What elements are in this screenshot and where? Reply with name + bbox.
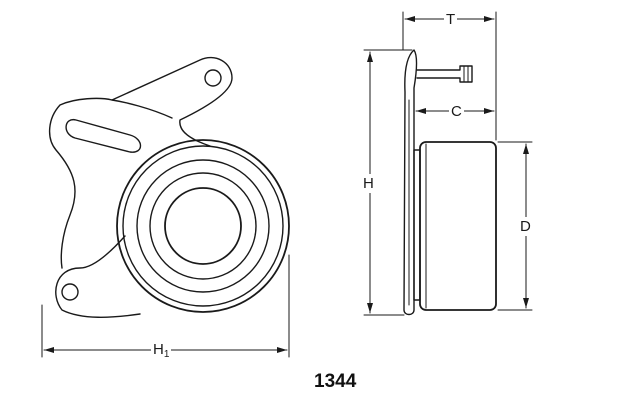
t-arrow-left: [405, 16, 415, 22]
c-arrow-right: [484, 108, 494, 114]
h-arrow-bottom: [367, 303, 373, 313]
pulley-outer: [116, 139, 290, 313]
label-c: C: [449, 103, 464, 120]
label-t: T: [444, 11, 458, 28]
bracket-plate: [403, 49, 418, 316]
pulley-outer-inner-edge: [122, 145, 284, 307]
side-view: [363, 11, 533, 316]
pulley-side: [419, 141, 497, 311]
h1-arrow-left: [44, 347, 54, 353]
h-arrow-top: [367, 52, 373, 62]
adjustment-slot: [65, 119, 142, 153]
label-h: H: [363, 174, 374, 193]
part-number: 1344: [314, 371, 357, 392]
bearing-inner: [164, 187, 242, 265]
plate-inner-edge: [111, 99, 173, 119]
label-d: D: [520, 217, 531, 236]
upper-mount-hole: [204, 69, 222, 87]
lower-mount-hole: [61, 283, 79, 301]
d-arrow-top: [523, 144, 529, 154]
front-view: [41, 56, 290, 358]
h1-arrow-right: [277, 347, 287, 353]
bearing-outer: [149, 172, 257, 280]
mounting-plate-outline: [49, 56, 233, 318]
pulley-rim: [136, 159, 270, 293]
mounting-stud: [416, 65, 473, 83]
label-h1-base: H: [153, 341, 164, 358]
d-arrow-bottom: [523, 298, 529, 308]
t-arrow-right: [484, 16, 494, 22]
label-h1: H1: [151, 341, 172, 360]
c-arrow-left: [416, 108, 426, 114]
label-h1-subscript: 1: [163, 349, 170, 360]
